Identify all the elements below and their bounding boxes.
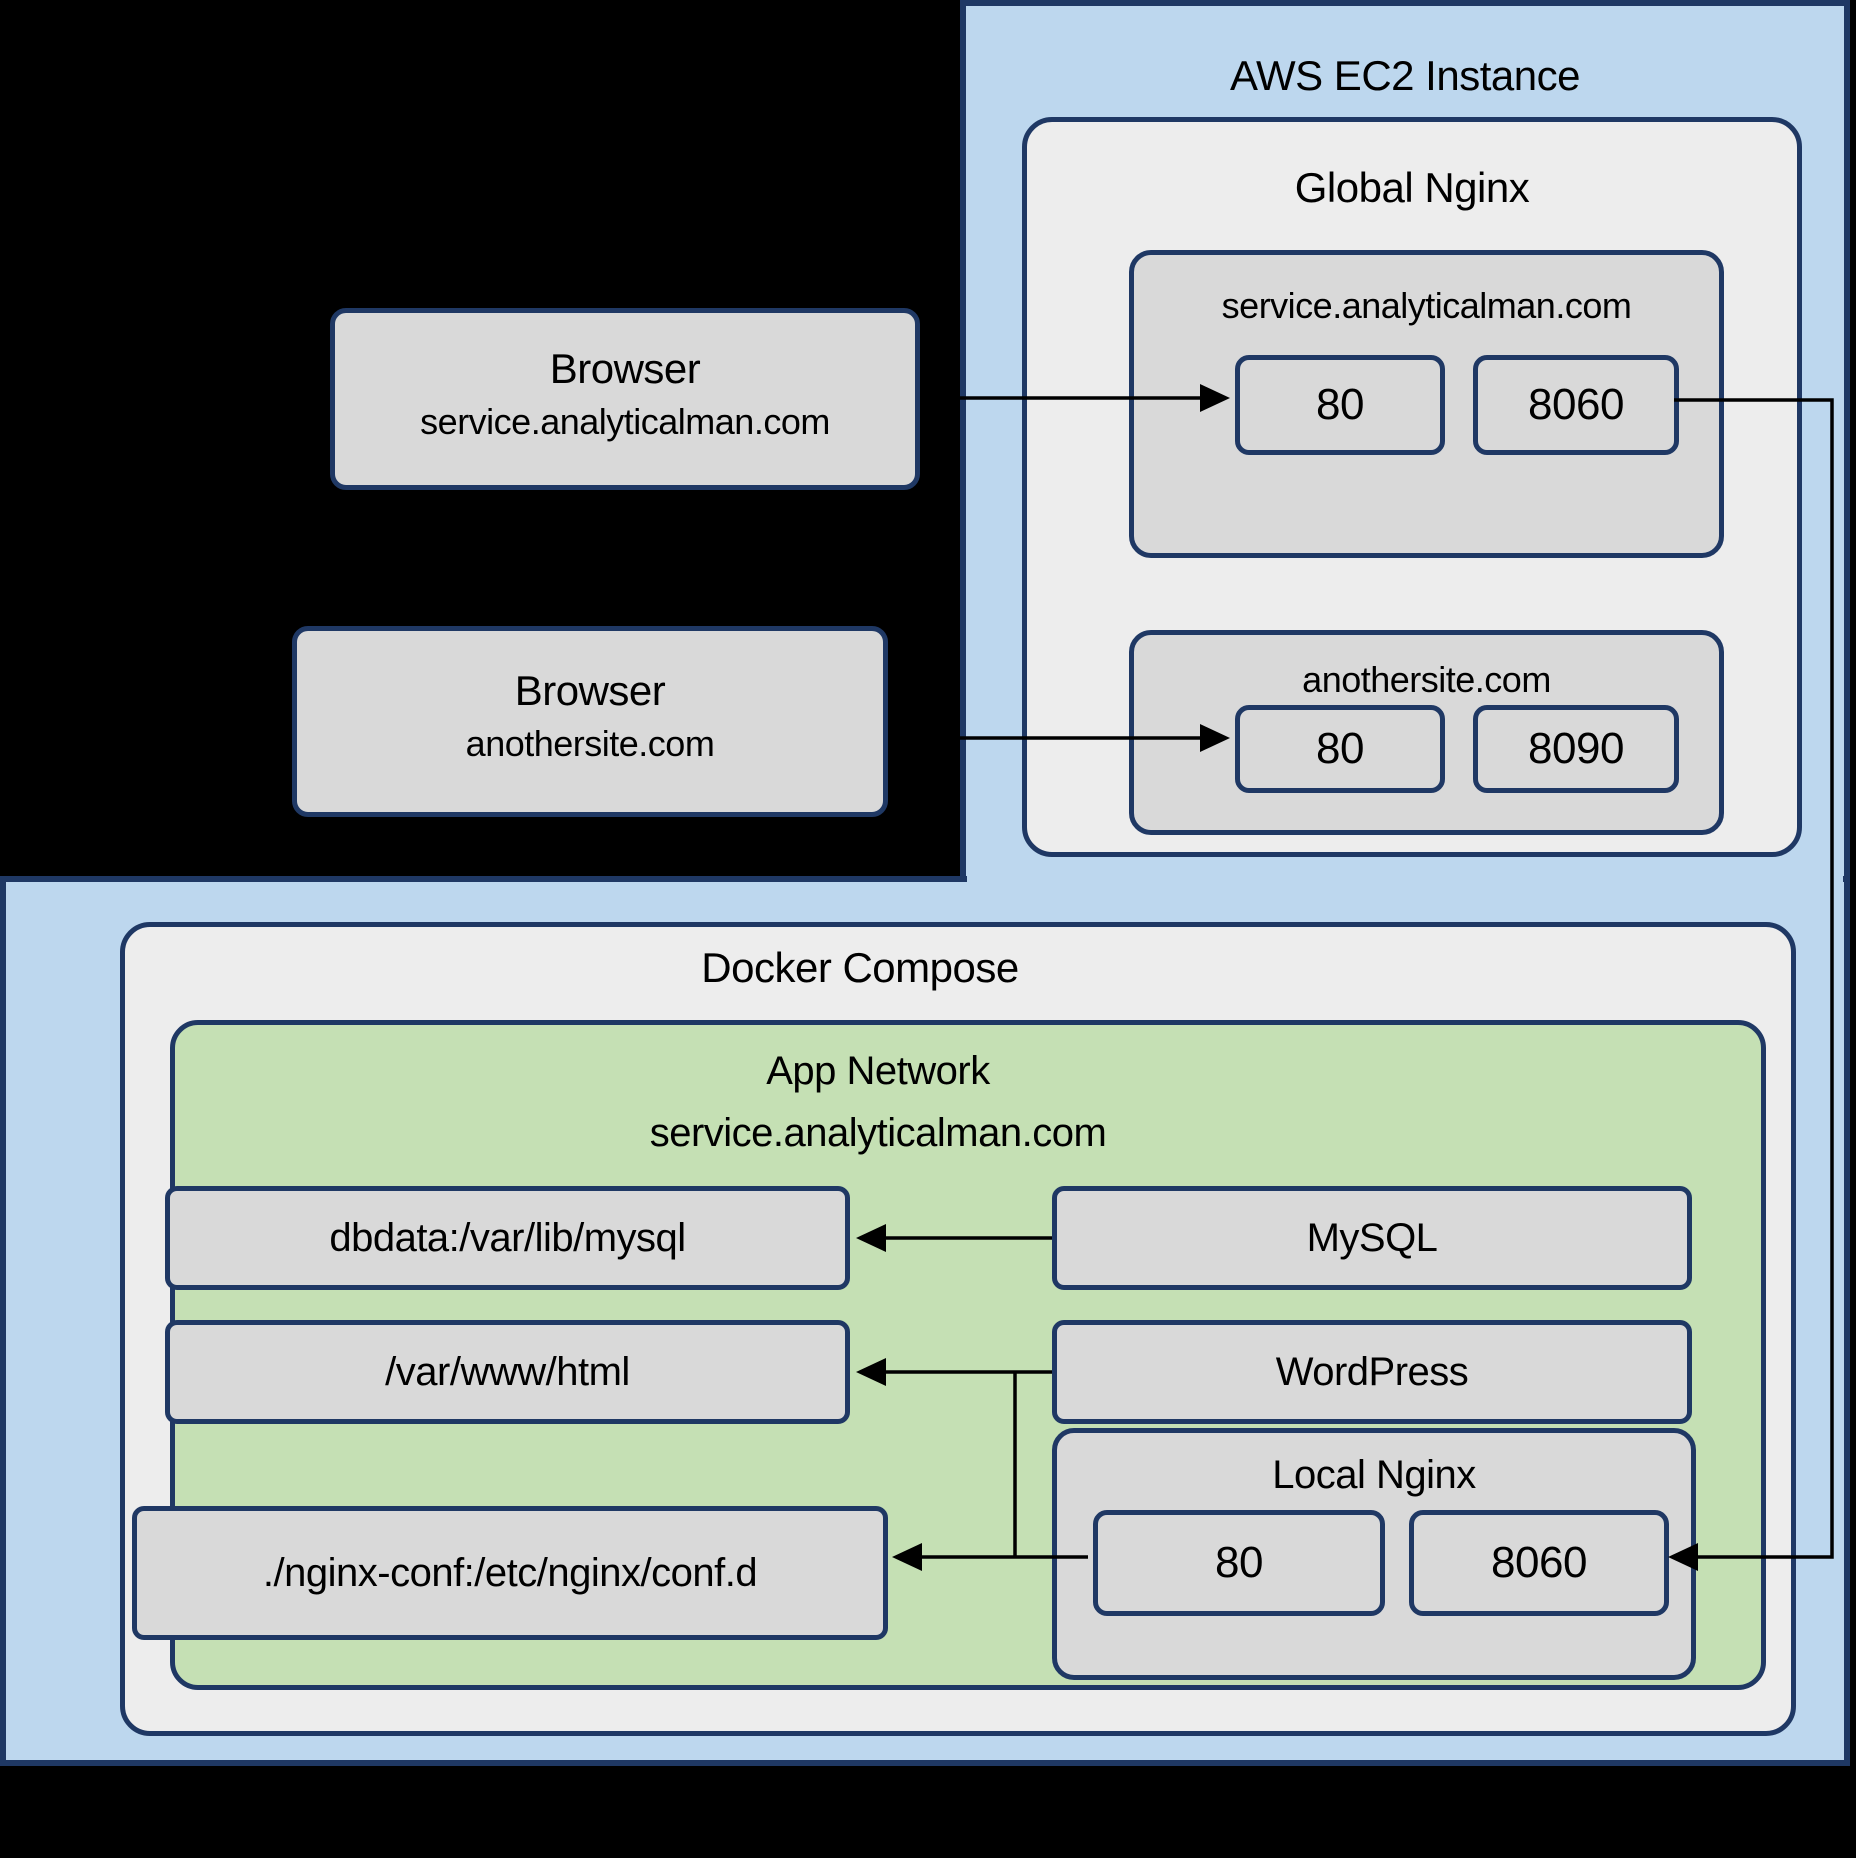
vhost-anothersite-domain: anothersite.com bbox=[1302, 659, 1551, 700]
app-network-title: App Network bbox=[766, 1049, 990, 1093]
vhost-anothersite-box: anothersite.com 80 8090 bbox=[1129, 630, 1724, 835]
app-network-subtitle: service.analyticalman.com bbox=[649, 1111, 1107, 1155]
browser-anothersite-domain: anothersite.com bbox=[465, 723, 715, 764]
global-port-8060: 8060 bbox=[1473, 355, 1679, 455]
browser-anothersite-box: Browser anothersite.com bbox=[292, 626, 888, 817]
browser-service-domain: service.analyticalman.com bbox=[420, 401, 830, 442]
global-port-8090: 8090 bbox=[1473, 705, 1679, 793]
local-port-8060: 8060 bbox=[1409, 1510, 1669, 1616]
global-port-80-service: 80 bbox=[1235, 355, 1445, 455]
volume-www-html-box: /var/www/html bbox=[165, 1320, 850, 1424]
volume-nginx-conf-box: ./nginx-conf:/etc/nginx/conf.d bbox=[132, 1506, 888, 1640]
aws-ec2-title: AWS EC2 Instance bbox=[1230, 52, 1580, 99]
vhost-service-domain: service.analyticalman.com bbox=[1221, 285, 1632, 326]
local-nginx-box: Local Nginx 80 8060 bbox=[1052, 1428, 1696, 1680]
browser-service-label: Browser bbox=[549, 345, 701, 392]
app-network-titles: App Network service.analyticalman.com bbox=[170, 1040, 1586, 1164]
browser-anothersite-label: Browser bbox=[514, 667, 666, 714]
local-nginx-title: Local Nginx bbox=[1272, 1453, 1476, 1497]
wordpress-box: WordPress bbox=[1052, 1320, 1692, 1424]
browser-service-box: Browser service.analyticalman.com bbox=[330, 308, 920, 490]
mysql-box: MySQL bbox=[1052, 1186, 1692, 1290]
docker-compose-title: Docker Compose bbox=[701, 944, 1019, 991]
local-port-80: 80 bbox=[1093, 1510, 1385, 1616]
global-nginx-title: Global Nginx bbox=[1294, 164, 1530, 211]
vhost-service-box: service.analyticalman.com 80 8060 bbox=[1129, 250, 1724, 558]
global-port-80-anothersite: 80 bbox=[1235, 705, 1445, 793]
volume-dbdata-box: dbdata:/var/lib/mysql bbox=[165, 1186, 850, 1290]
